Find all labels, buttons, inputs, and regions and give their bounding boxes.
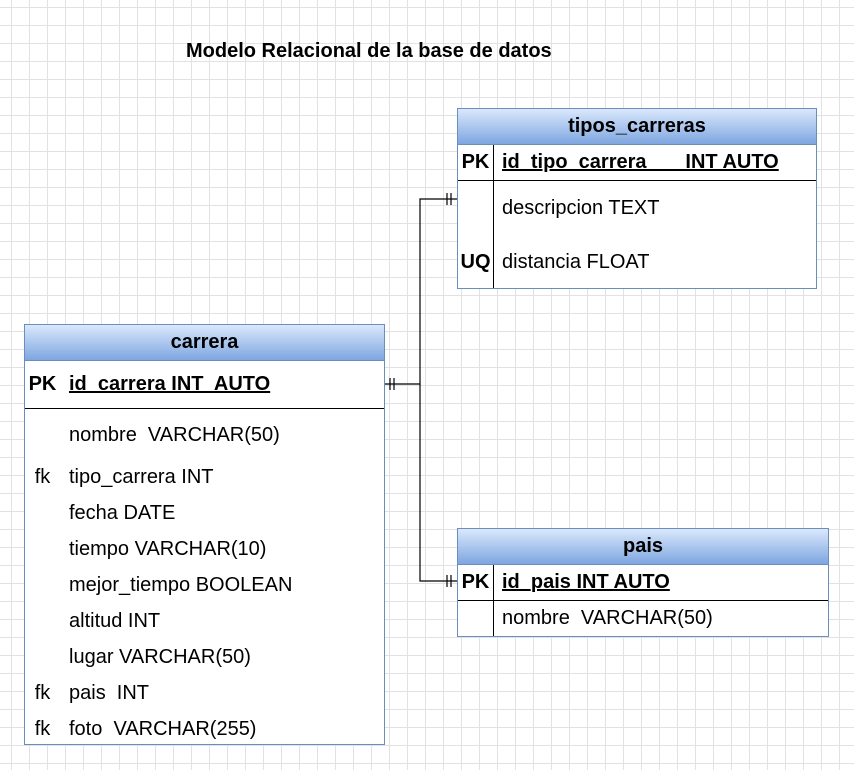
field-lugar: lugar VARCHAR(50): [69, 645, 251, 668]
table-pais[interactable]: pais PK id_pais INT AUTO nombre VARCHAR(…: [457, 528, 829, 637]
table-body-carrera: nombre VARCHAR(50) fk tipo_carrera INT f…: [25, 409, 384, 747]
field-nombre: nombre VARCHAR(50): [502, 607, 713, 629]
field-foto: foto VARCHAR(255): [69, 717, 257, 740]
pk-field-id-carrera: id_carrera INT AUTO: [69, 373, 271, 395]
table-carrera[interactable]: carrera PK id_carrera INT AUTO nombre VA…: [24, 324, 385, 745]
field-altitud: altitud INT: [69, 609, 161, 632]
pk-field-id-tipo-carrera: id_tipo_carrera INT AUTO: [502, 151, 779, 173]
relationship-carrera-tipos-carreras[interactable]: [385, 193, 457, 390]
field-tiempo: tiempo VARCHAR(10): [69, 537, 267, 560]
key-column-divider: [493, 181, 494, 288]
field-distancia: distancia FLOAT: [502, 250, 650, 273]
field-row[interactable]: fecha DATE: [25, 495, 384, 531]
field-fecha: fecha DATE: [69, 501, 176, 524]
field-row[interactable]: UQ distancia FLOAT: [458, 235, 816, 289]
field-mejor-tiempo: mejor_tiempo BOOLEAN: [69, 573, 293, 596]
pk-key-label: PK: [28, 373, 57, 395]
field-descripcion: descripcion TEXT: [502, 196, 660, 219]
field-row[interactable]: lugar VARCHAR(50): [25, 639, 384, 675]
table-header-pais[interactable]: pais: [458, 529, 828, 565]
fk-key-label: fk: [34, 465, 51, 488]
pk-field-id-pais: id_pais INT AUTO: [502, 571, 670, 593]
field-row[interactable]: fk foto VARCHAR(255): [25, 711, 384, 747]
fk-key-label: fk: [34, 717, 51, 740]
field-row[interactable]: fk tipo_carrera INT: [25, 459, 384, 495]
field-row[interactable]: descripcion TEXT: [458, 181, 816, 235]
table-body-tipos-carreras: descripcion TEXT UQ distancia FLOAT: [458, 181, 816, 288]
field-row[interactable]: nombre VARCHAR(50): [25, 417, 384, 453]
fk-key-label: fk: [34, 681, 51, 704]
field-row[interactable]: tiempo VARCHAR(10): [25, 531, 384, 567]
field-tipo-carrera: tipo_carrera INT: [69, 465, 214, 488]
pk-key-label: PK: [461, 151, 490, 173]
table-header-carrera[interactable]: carrera: [25, 325, 384, 361]
table-tipos-carreras[interactable]: tipos_carreras PK id_tipo_carrera INT AU…: [457, 108, 817, 289]
field-row[interactable]: fk pais INT: [25, 675, 384, 711]
key-column-divider: [493, 601, 494, 636]
field-row[interactable]: nombre VARCHAR(50): [458, 601, 828, 636]
table-body-pais: nombre VARCHAR(50): [458, 601, 828, 636]
uq-key-label: UQ: [460, 250, 491, 273]
pk-row-carrera[interactable]: PK id_carrera INT AUTO: [25, 361, 384, 409]
key-column-divider: [493, 565, 494, 600]
key-column-divider: [493, 145, 494, 180]
relationship-carrera-pais[interactable]: [419, 384, 457, 587]
pk-key-label: PK: [461, 571, 490, 593]
field-row[interactable]: mejor_tiempo BOOLEAN: [25, 567, 384, 603]
field-pais: pais INT: [69, 681, 150, 704]
diagram-title: Modelo Relacional de la base de datos: [186, 40, 552, 62]
field-nombre: nombre VARCHAR(50): [69, 423, 280, 446]
field-row[interactable]: altitud INT: [25, 603, 384, 639]
pk-row-pais[interactable]: PK id_pais INT AUTO: [458, 565, 828, 601]
pk-row-tipos-carreras[interactable]: PK id_tipo_carrera INT AUTO: [458, 145, 816, 181]
table-header-tipos-carreras[interactable]: tipos_carreras: [458, 109, 816, 145]
